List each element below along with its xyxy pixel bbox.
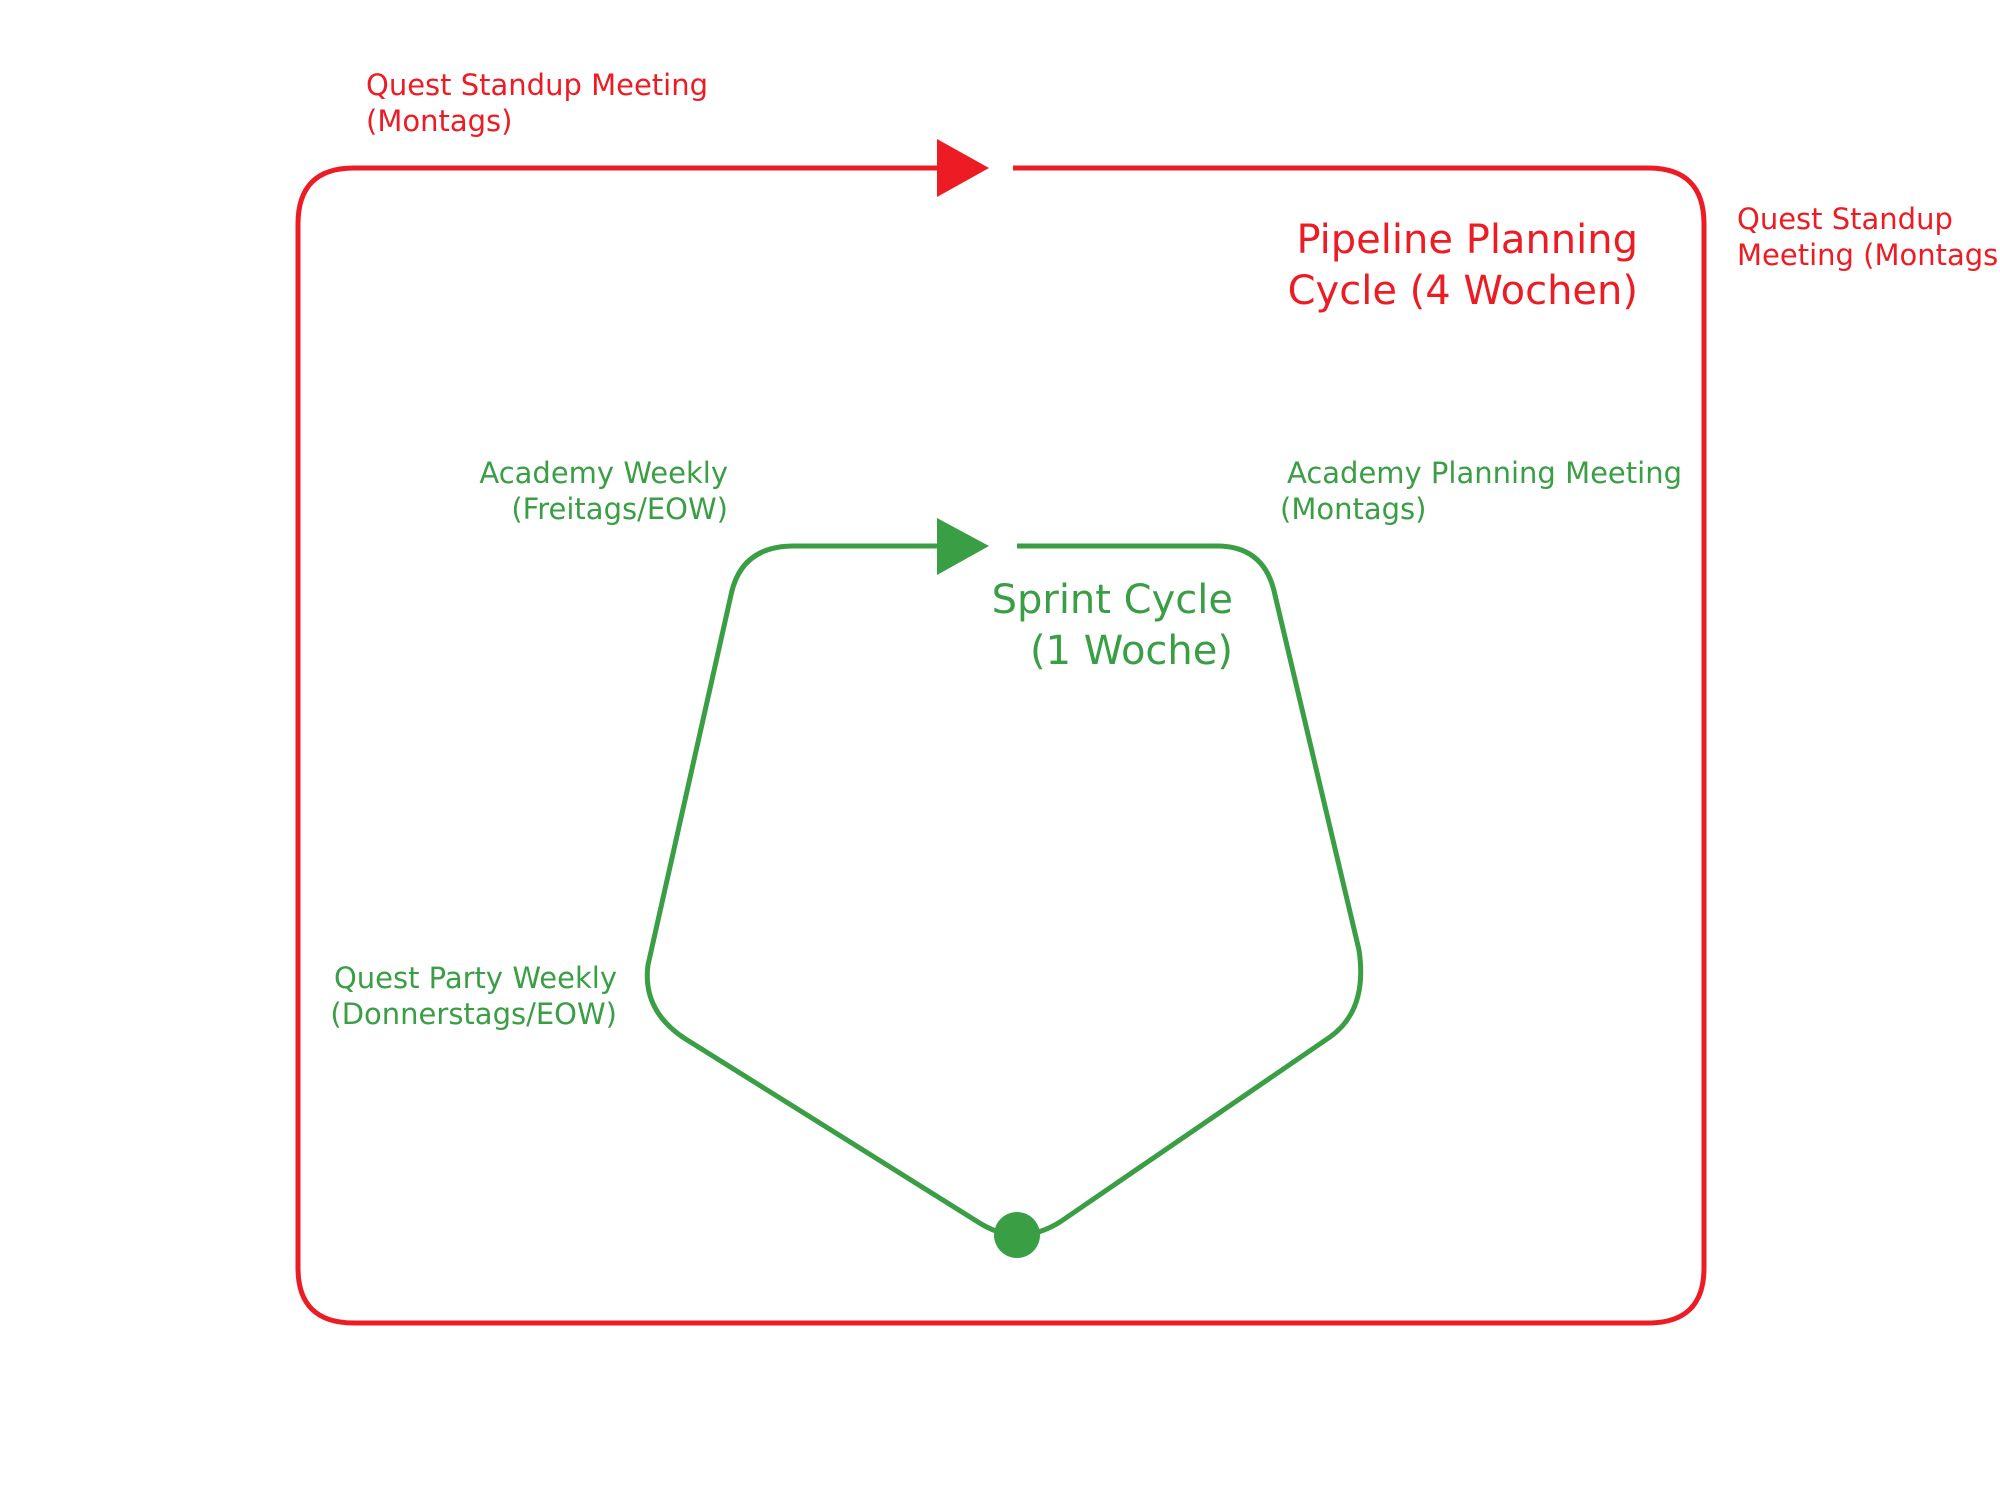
quest-party-line1: Quest Party Weekly bbox=[333, 961, 617, 995]
academy-planning-line2: (Montags) bbox=[1280, 492, 1427, 527]
quest-standup-right-line1: Quest Standup bbox=[1737, 202, 1953, 236]
sprint-cycle-title: Sprint Cycle (1 Woche) bbox=[992, 575, 1233, 677]
academy-weekly-line2: (Freitags/EOW) bbox=[511, 492, 728, 527]
pipeline-cycle-arrow-icon bbox=[937, 139, 989, 197]
quest-standup-right-line2: Meeting (Montags) bbox=[1737, 238, 2000, 273]
academy-planning-line1: Academy Planning Meeting bbox=[1287, 456, 1682, 490]
pipeline-title-line2: Cycle (4 Wochen) bbox=[1287, 267, 1638, 314]
quest-standup-meeting-start-label: Quest Standup Meeting (Montags) bbox=[366, 67, 708, 140]
pipeline-title-line1: Pipeline Planning bbox=[1296, 217, 1638, 263]
academy-weekly-label: Academy Weekly (Freitags/EOW) bbox=[479, 455, 728, 528]
academy-planning-meeting-label: Academy Planning Meeting (Montags) bbox=[1280, 455, 1682, 528]
pipeline-planning-cycle-title: Pipeline Planning Cycle (4 Wochen) bbox=[1288, 215, 1638, 317]
quest-standup-start-line2: (Montags) bbox=[366, 104, 513, 139]
quest-party-weekly-label: Quest Party Weekly (Donnerstags/EOW) bbox=[330, 960, 617, 1033]
quest-party-line2: (Donnerstags/EOW) bbox=[330, 997, 617, 1032]
academy-weekly-line1: Academy Weekly bbox=[479, 456, 728, 490]
quest-standup-meeting-right-label: Quest Standup Meeting (Montags) bbox=[1737, 201, 2000, 274]
pipeline-planning-cycle-line bbox=[295, 165, 1707, 1326]
sprint-cycle-arrow-icon bbox=[937, 518, 989, 575]
sprint-title-line1: Sprint Cycle bbox=[991, 577, 1233, 623]
quest-standup-start-line1: Quest Standup Meeting bbox=[366, 68, 709, 102]
sprint-cycle-start-dot-icon bbox=[994, 1212, 1040, 1258]
sprint-title-line2: (1 Woche) bbox=[1029, 627, 1233, 674]
